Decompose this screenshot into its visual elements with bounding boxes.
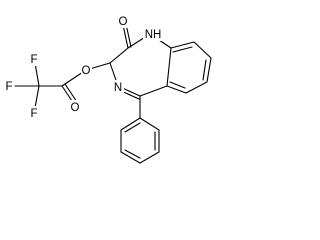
ester-carbonyl-oxygen-atom: O [71,102,80,114]
bond-benz-1 [170,41,195,49]
imine-nitrogen-atom: N [114,82,122,94]
fluorine-atom-left: F [5,81,12,93]
bond-benz-5 [166,85,187,94]
bond-c3-c2 [109,47,129,64]
bond-benz-3 [206,57,212,83]
bond-ester-c-o-double-b [64,83,78,103]
atom-labels: F F F O O O NH N [4,14,163,120]
bond-benz-3-inner [202,59,207,81]
bond-ph-1-inner [124,122,141,133]
bond-benz-5-inner [169,81,186,89]
bond-c2-o-double-a [122,24,129,49]
fluorine-atom-top: F [30,54,37,66]
bond-ph-4 [139,151,160,164]
bond-c-f-top [34,62,40,87]
bond-benz-6 [166,47,172,87]
bond-c-f-bottom [34,85,40,109]
lactam-oxygen-atom: O [119,16,128,28]
bond-ph-1 [120,117,141,131]
bond-ph-3 [120,151,141,164]
fluorine-atom-bottom: F [30,108,37,120]
amide-nh-atom: NH [145,29,162,41]
bond-c5-c5a [139,85,168,97]
bond-benz-2 [193,41,212,59]
bond-benz-1-inner [172,46,193,53]
bond-ph-3-inner [124,149,141,159]
chemical-structure-diagram: F F F O O O NH N [4,14,212,164]
ester-oxygen-atom: O [82,65,91,77]
bond-ph-6 [139,117,160,131]
bond-benz-4 [185,81,208,94]
